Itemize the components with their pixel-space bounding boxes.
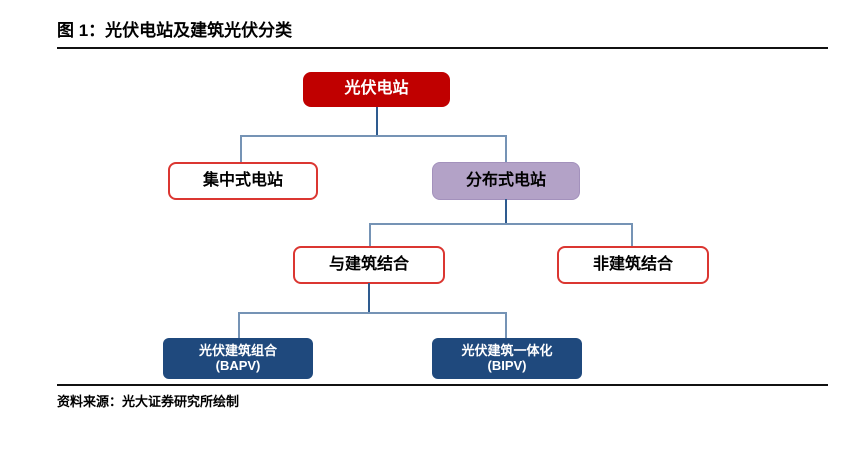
node-sublabel: (BIPV) [487,357,527,373]
figure-title: 图 1：光伏电站及建筑光伏分类 [57,21,293,40]
node-distributed-station: 分布式电站 [432,162,580,200]
node-label: 非建筑结合 [592,255,673,273]
connector-building-stub [368,283,370,313]
node-label: 光伏电站 [344,80,409,98]
title-divider-line [57,47,828,49]
connector-root-stub [376,107,378,136]
connector-elbow-level3 [238,312,507,338]
node-bipv: 光伏建筑一体化 (BIPV) [432,338,582,379]
node-bapv: 光伏建筑组合 (BAPV) [163,338,313,379]
node-non-building: 非建筑结合 [557,246,709,284]
node-label: 分布式电站 [465,171,546,189]
node-sublabel: (BAPV) [215,357,261,373]
source-divider-line [57,384,828,386]
node-building-combined: 与建筑结合 [293,246,445,284]
node-label: 光伏建筑组合 [198,342,277,358]
figure-source: 资料来源：光大证券研究所绘制 [57,394,240,409]
connector-elbow-level1 [240,135,507,162]
node-centralized-station: 集中式电站 [168,162,318,200]
connector-distributed-stub [505,199,507,224]
connector-elbow-level2 [369,223,633,246]
node-label: 光伏建筑一体化 [461,342,553,358]
node-label: 与建筑结合 [328,255,409,273]
node-pv-power-station: 光伏电站 [303,72,450,107]
node-label: 集中式电站 [202,171,283,189]
